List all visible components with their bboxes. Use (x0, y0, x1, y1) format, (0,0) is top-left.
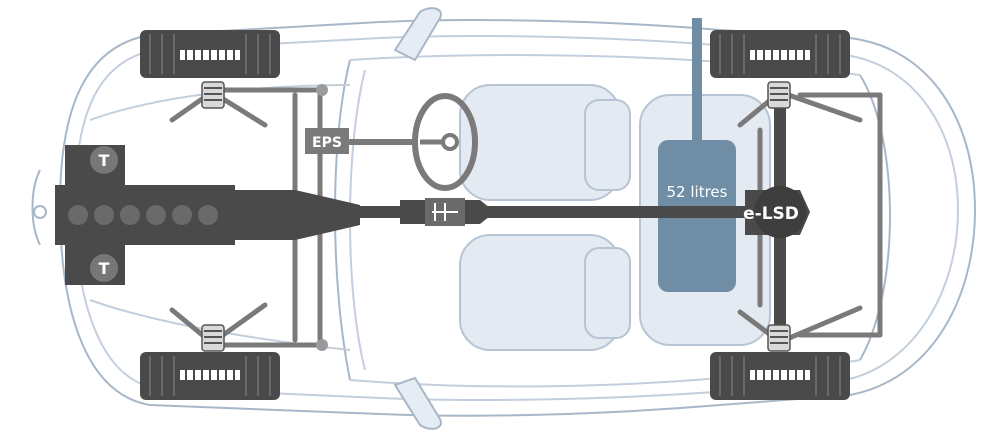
turbo-top: T (65, 145, 125, 185)
rack-joint-bottom (316, 339, 328, 351)
cylinder-2 (94, 205, 114, 225)
coupling-marks (432, 203, 458, 221)
elsd-label: e-LSD (743, 204, 799, 224)
front-seat-top-back (584, 99, 631, 191)
turbo-bottom-housing (90, 254, 118, 282)
cylinder-4 (146, 205, 166, 225)
spring-coils (204, 87, 788, 344)
cylinder-3 (120, 205, 140, 225)
front-emblem (33, 205, 47, 219)
hub-slots (755, 50, 805, 60)
turbo-bottom-label: T (99, 259, 110, 278)
engine-cylinders (68, 205, 218, 225)
rack-joint-top (316, 84, 328, 96)
mirror-bottom (393, 376, 442, 430)
hub-slots (755, 370, 805, 380)
tyre-tread (149, 356, 271, 396)
wheel-front-left (140, 30, 280, 78)
mirror-top (393, 7, 442, 62)
wheel-rear-left (710, 30, 850, 78)
fuel-tank-label: 52 litres (667, 183, 728, 201)
body-outer-outline (58, 19, 977, 417)
elsd-unit (754, 186, 806, 238)
cylinder-1 (68, 205, 88, 225)
wheel-front-right (140, 352, 280, 400)
bellhousing (295, 190, 360, 240)
eps-unit (305, 128, 349, 154)
cylinder-5 (172, 205, 192, 225)
front-nose (31, 169, 41, 246)
eps-label: EPS (312, 135, 342, 151)
hub-slots (185, 50, 235, 60)
tyre-tread (719, 356, 841, 396)
body-inner-outline (73, 35, 960, 401)
tyre-tread (149, 34, 271, 74)
cylinder-6 (198, 205, 218, 225)
engine (55, 185, 360, 245)
wheel-rear-right (710, 352, 850, 400)
fuel-filler-pipe (692, 18, 702, 142)
steering-wheel-hub (441, 133, 459, 151)
front-seat-bottom-back (584, 247, 631, 339)
turbo-top-label: T (99, 151, 110, 170)
turbo-bottom: T (65, 245, 125, 285)
rear-window-line (859, 74, 891, 361)
transmission (235, 190, 295, 240)
rear-link-top-b (777, 89, 863, 123)
rear-link-bottom-b (777, 305, 863, 345)
tyre-tread (719, 34, 841, 74)
hub-slots (185, 370, 235, 380)
turbo-top-housing (90, 146, 118, 174)
